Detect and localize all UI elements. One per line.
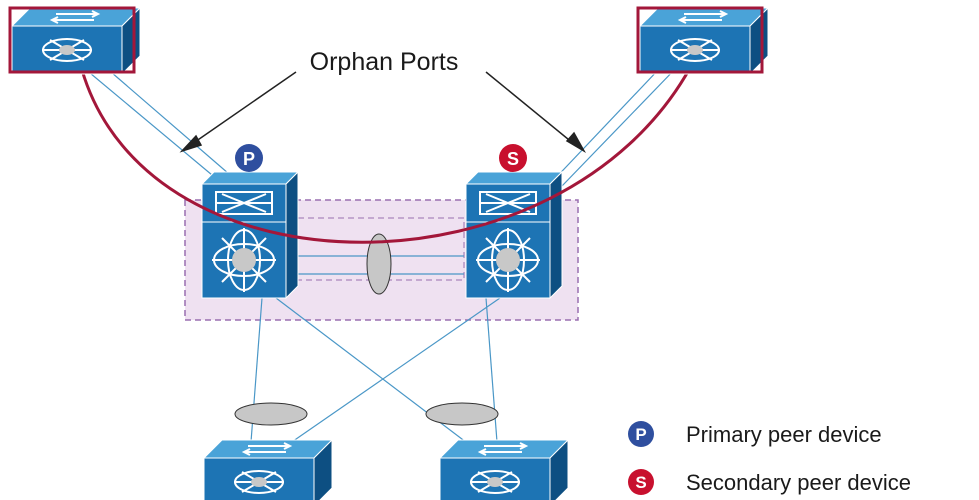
orphan-switch-left-frame — [8, 6, 136, 74]
uplinks — [83, 65, 679, 187]
orphan-port-path — [80, 67, 692, 244]
legend-item-primary: P Primary peer device — [628, 421, 882, 447]
orphan-ports-label: Orphan Ports — [310, 48, 459, 76]
access-switch-bottom-right — [439, 439, 569, 500]
primary-badge: P — [235, 144, 263, 172]
legend-primary-letter: P — [635, 425, 646, 444]
secondary-core-switch — [465, 171, 563, 299]
orphan-switch-right — [639, 7, 769, 75]
orphan-switch-left — [11, 7, 141, 75]
vpc-bundle-left — [234, 402, 308, 426]
downlinks — [249, 297, 501, 456]
legend-secondary-letter: S — [635, 473, 646, 492]
secondary-badge: S — [499, 144, 527, 172]
legend-primary-text: Primary peer device — [686, 422, 882, 447]
legend-secondary-text: Secondary peer device — [686, 470, 911, 495]
secondary-badge-letter: S — [507, 149, 519, 169]
legend: P Primary peer device S Secondary peer d… — [628, 421, 911, 495]
orphan-switch-right-frame — [636, 6, 764, 74]
vpc-bundle-right — [425, 402, 499, 426]
peer-link-bundle — [366, 233, 392, 295]
primary-badge-letter: P — [243, 149, 255, 169]
access-switch-bottom-left — [203, 439, 333, 500]
legend-item-secondary: S Secondary peer device — [628, 469, 911, 495]
orphan-ports-arrows — [179, 71, 586, 154]
